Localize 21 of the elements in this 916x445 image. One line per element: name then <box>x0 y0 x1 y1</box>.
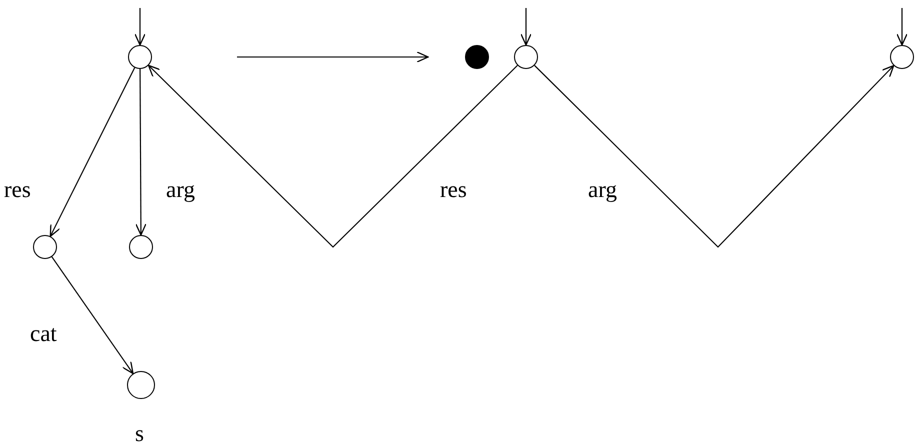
circle <box>129 235 153 259</box>
filled-circle <box>465 45 489 69</box>
arrow <box>534 65 894 248</box>
circle <box>514 45 538 69</box>
arrow <box>896 8 908 46</box>
edge-label: cat <box>30 322 57 345</box>
edge-label: arg <box>166 178 195 201</box>
edge-label: arg <box>588 178 617 201</box>
circle <box>127 371 155 399</box>
arrow <box>50 67 136 237</box>
arrow <box>51 256 134 374</box>
arrow <box>134 8 146 46</box>
circle <box>33 235 57 259</box>
arrow <box>148 64 518 248</box>
edge-label: res <box>4 178 31 201</box>
edge-label: res <box>440 178 467 201</box>
circle <box>890 45 914 69</box>
circle <box>128 45 152 69</box>
arrow <box>520 8 532 46</box>
node-caption: s <box>135 422 144 445</box>
arrow <box>135 69 146 236</box>
